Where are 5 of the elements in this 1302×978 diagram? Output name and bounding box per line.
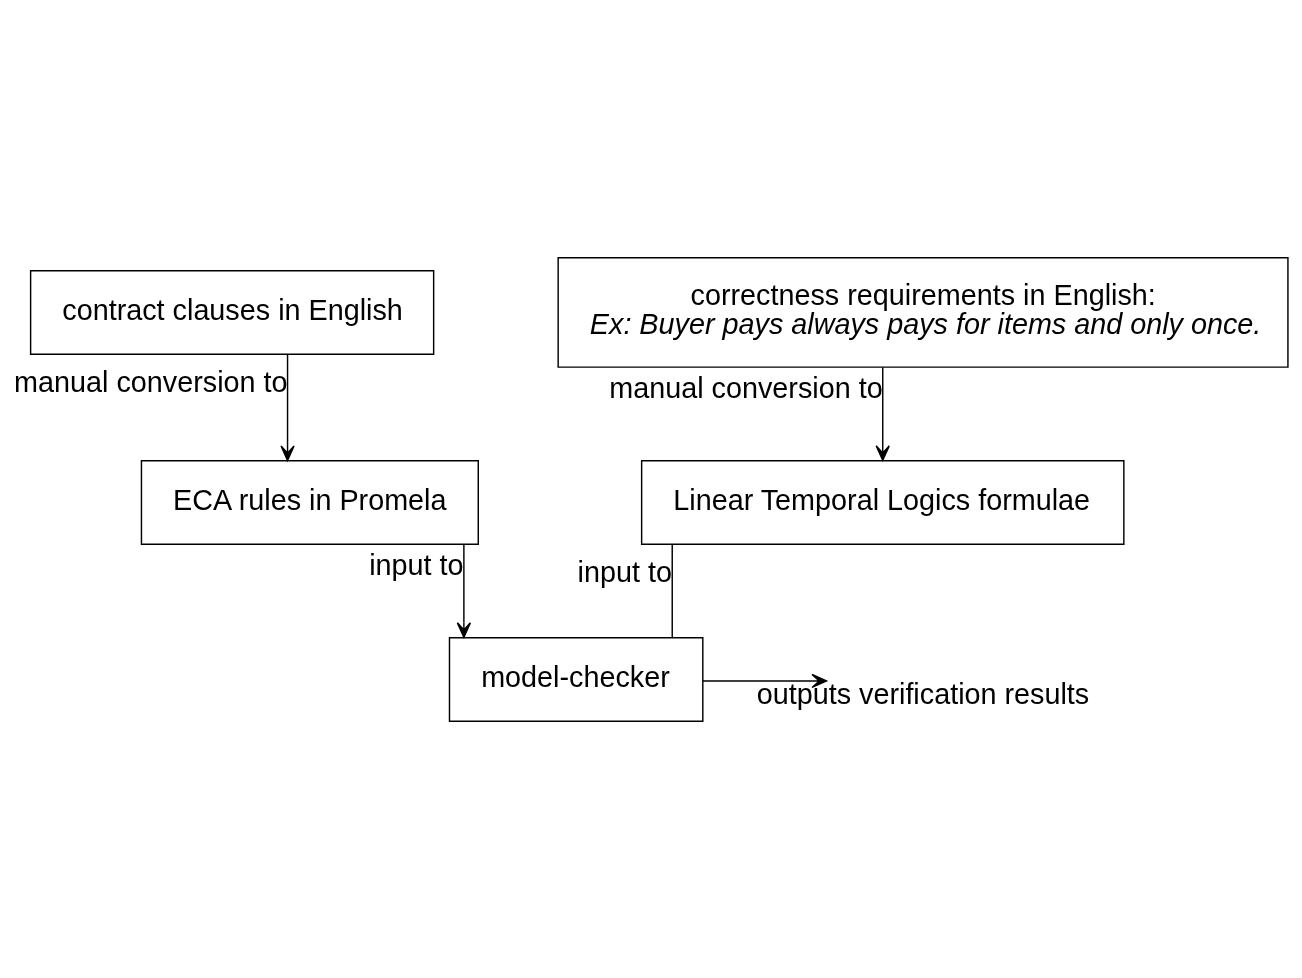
edge-label: input to: [577, 555, 672, 588]
edge-label: manual conversion to: [609, 371, 883, 404]
edge-label: manual conversion to: [14, 365, 288, 398]
edge-label: input to: [369, 548, 464, 581]
edge-label: outputs verification results: [756, 677, 1090, 710]
